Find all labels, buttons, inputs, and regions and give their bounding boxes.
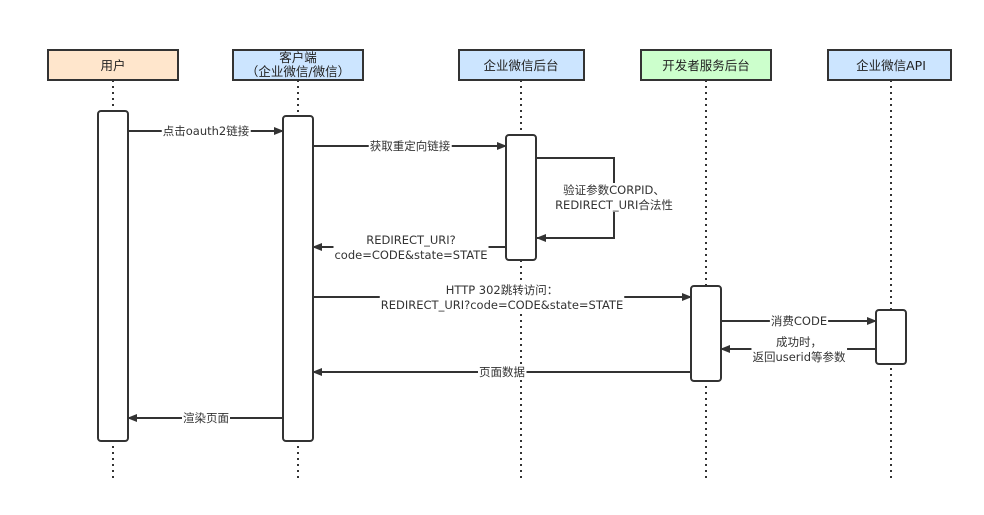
message-label: REDIRECT_URI合法性 <box>555 198 673 212</box>
message-label-bg <box>379 283 625 312</box>
message-label: HTTP 302跳转访问： <box>446 283 559 297</box>
message-label: 渲染页面 <box>183 411 229 425</box>
message-label: 成功时， <box>776 335 822 349</box>
activation-bar-user[interactable] <box>97 110 129 442</box>
message-label: 验证参数CORPID、 <box>563 183 665 197</box>
activation-bar-client[interactable] <box>282 115 314 442</box>
message-render-page[interactable]: 渲染页面 <box>127 411 283 425</box>
participant-box[interactable] <box>458 49 585 81</box>
participant-wework-api[interactable]: 企业微信API <box>827 49 952 81</box>
participant-user[interactable]: 用户 <box>47 49 179 81</box>
participant-label: （企业微信/微信） <box>246 64 350 79</box>
message-label: code=CODE&state=STATE <box>334 248 487 262</box>
participant-box[interactable] <box>232 49 364 81</box>
message-return-userid[interactable]: 成功时，返回userid等参数 <box>720 335 876 364</box>
activation-bar-wework-backend[interactable] <box>505 134 537 261</box>
message-return-redirect-uri[interactable]: REDIRECT_URI?code=CODE&state=STATE <box>312 233 506 262</box>
message-page-data[interactable]: 页面数据 <box>312 365 691 379</box>
participant-label: 企业微信后台 <box>483 58 558 73</box>
message-verify-params[interactable]: 验证参数CORPID、REDIRECT_URI合法性 <box>536 157 674 242</box>
message-label-bg <box>478 365 527 379</box>
message-label: 获取重定向链接 <box>370 139 451 153</box>
message-label: REDIRECT_URI? <box>366 233 455 247</box>
message-get-redirect-link[interactable]: 获取重定向链接 <box>313 139 507 153</box>
activation-bar-wework-api[interactable] <box>875 309 907 365</box>
message-http-302-redirect[interactable]: HTTP 302跳转访问：REDIRECT_URI?code=CODE&stat… <box>313 283 692 312</box>
message-label: 页面数据 <box>479 365 525 379</box>
participant-box[interactable] <box>47 49 179 81</box>
message-label: 返回userid等参数 <box>752 350 846 364</box>
participant-box[interactable] <box>640 49 772 81</box>
message-click-oauth2-link[interactable]: 点击oauth2链接 <box>128 124 284 138</box>
message-label: 点击oauth2链接 <box>163 124 250 138</box>
message-label: REDIRECT_URI?code=CODE&state=STATE <box>381 298 623 312</box>
participant-dev-server[interactable]: 开发者服务后台 <box>640 49 772 81</box>
participant-label: 用户 <box>100 58 125 73</box>
message-label: 消费CODE <box>771 314 827 328</box>
message-consume-code[interactable]: 消费CODE <box>721 314 877 328</box>
message-label-bg <box>368 139 452 153</box>
participant-client[interactable]: 客户端（企业微信/微信） <box>232 49 364 81</box>
activation-bar-dev-server[interactable] <box>690 285 722 382</box>
participant-label: 客户端 <box>279 50 317 65</box>
message-label-bg <box>554 183 674 212</box>
message-label-bg <box>333 233 489 262</box>
participant-label: 开发者服务后台 <box>662 58 750 73</box>
participant-box[interactable] <box>827 49 952 81</box>
message-label-bg <box>769 314 829 328</box>
participant-label: 企业微信API <box>856 58 926 73</box>
message-label-bg <box>161 124 251 138</box>
message-label-bg <box>182 411 230 425</box>
participant-wework-backend[interactable]: 企业微信后台 <box>458 49 585 81</box>
message-label-bg <box>751 335 848 364</box>
